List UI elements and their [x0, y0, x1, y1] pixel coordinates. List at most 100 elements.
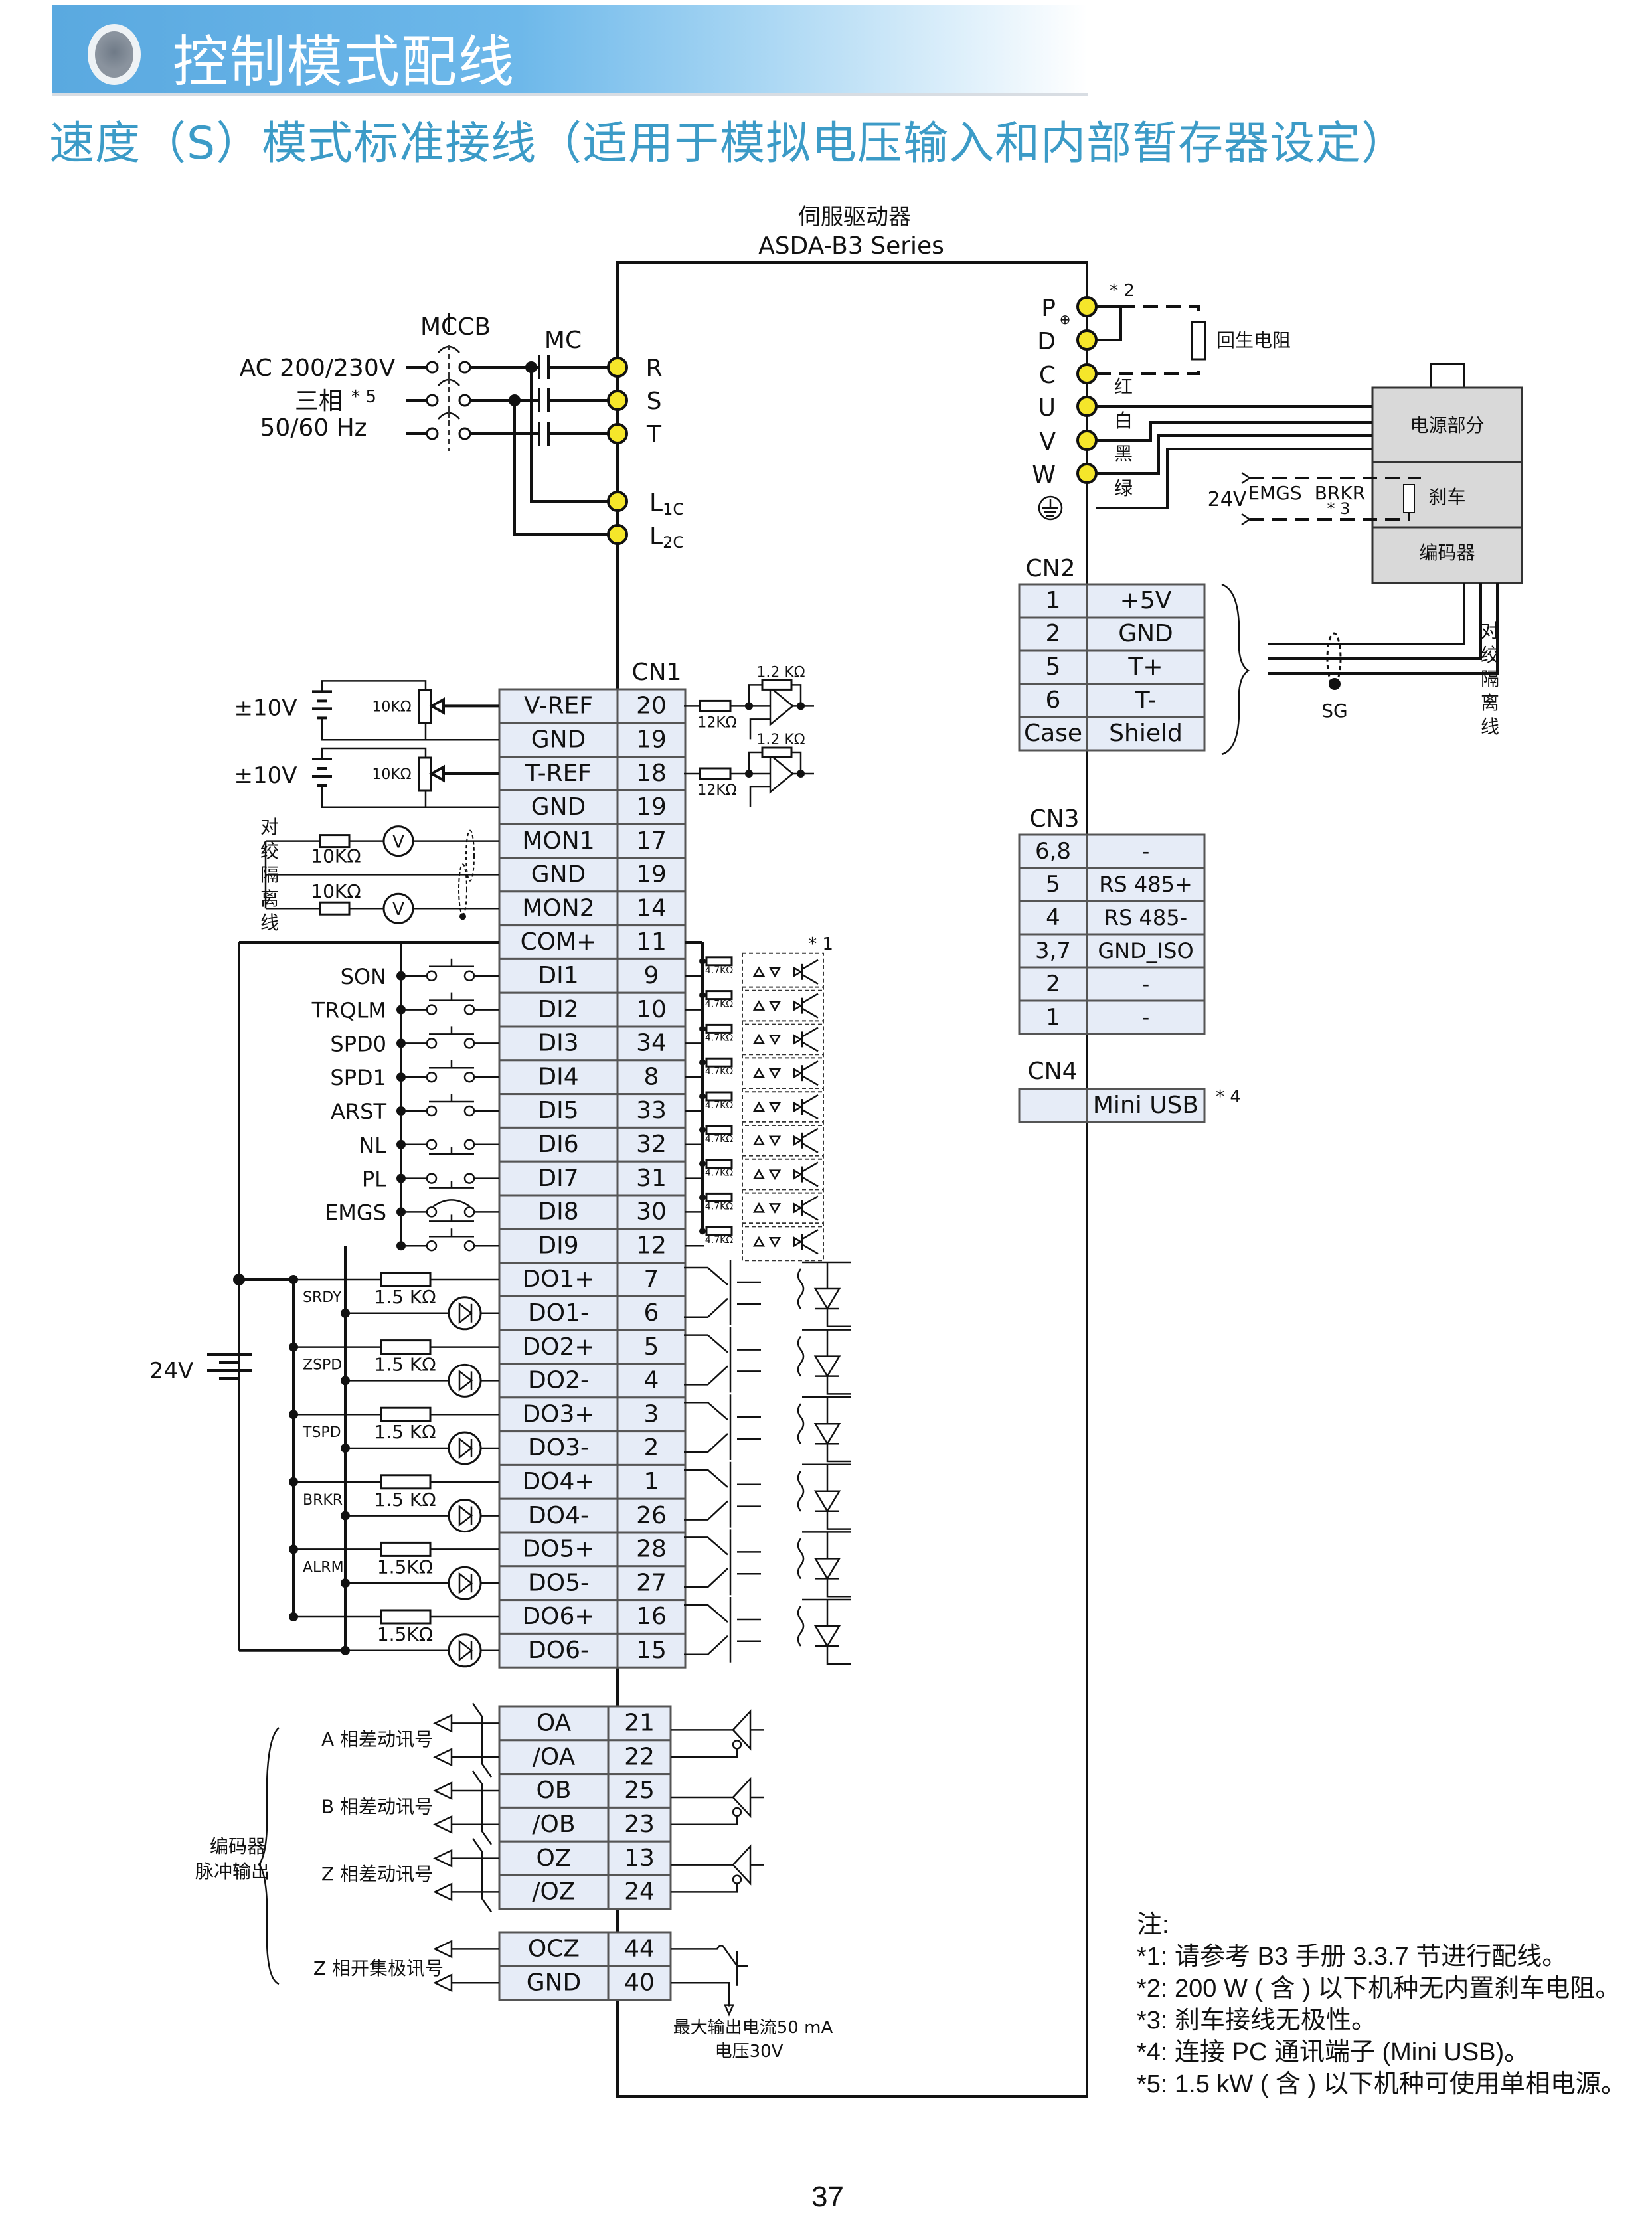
cn1-row-pin: 18 [636, 760, 667, 787]
cn1-row-pin: 28 [636, 1536, 667, 1563]
cn1-row-pin: 15 [636, 1637, 667, 1664]
switch-contact-icon [426, 1139, 438, 1151]
twisted-pair-label-char: 绞 [260, 840, 279, 862]
phototransistor-icon [801, 1060, 819, 1072]
cn3-row-cell [1018, 999, 1088, 1035]
supply-note-label: * 5 [351, 387, 376, 407]
cn3-row-cell [1086, 966, 1206, 1002]
cn1-row-pin: 34 [636, 1030, 667, 1057]
terminal-label-L1C: L1C [649, 489, 684, 519]
cn1-row-pin: 19 [636, 861, 667, 888]
cn4-row-cell [1086, 1088, 1206, 1123]
feedback-resistor-label: 1.2 KΩ [756, 664, 805, 681]
cn1-ocz-row-signal: GND [527, 1969, 582, 1996]
phototransistor-icon [801, 1142, 819, 1153]
cn1-row-pin: 32 [636, 1131, 667, 1158]
switch-contact-icon [463, 1173, 475, 1184]
opamp-icon [769, 685, 794, 727]
voltmeter-label: V [392, 900, 404, 920]
terminal-label-L2C: L2C [649, 523, 684, 552]
di-function-label: NL [359, 1133, 386, 1158]
optocoupler-box [742, 1155, 824, 1194]
cn1-row-signal: GND [531, 861, 586, 888]
cn1-encoder-row-pin: 23 [624, 1811, 655, 1838]
do-led-icon [802, 1531, 851, 1598]
switch-contact-icon [426, 1206, 438, 1218]
cn3-row-signal: - [1142, 1005, 1150, 1030]
di-function-label: ARST [331, 1099, 386, 1124]
phototransistor-icon [793, 1236, 803, 1248]
switch-contact-icon [426, 1071, 438, 1083]
cn2-row-cell [1086, 616, 1206, 652]
cn3-row-cell [1086, 999, 1206, 1035]
di-resistor-label: 4.7KΩ [705, 1066, 733, 1077]
relay-diode-icon [458, 1437, 473, 1459]
wiper-arrow-icon [428, 697, 445, 715]
cn1-row-pin: 20 [636, 693, 667, 720]
do-transistor-icon [684, 1469, 728, 1488]
do-transistor-icon [684, 1433, 728, 1453]
switch-contact-icon [463, 1240, 475, 1252]
cn1-ocz-row-pin: 44 [624, 1936, 655, 1963]
relay-diode-icon [458, 1505, 473, 1527]
phototransistor-icon [801, 1094, 819, 1106]
encoder-group-label: B 相差动讯号 [321, 1795, 433, 1817]
led-icon [768, 1169, 782, 1181]
ocz-rating-label: 最大输出电流50 mA [673, 2018, 833, 2038]
switch-arc-icon [432, 1199, 471, 1208]
di-resistor-icon [705, 1159, 733, 1169]
cn1-row-cell [616, 1228, 687, 1264]
terminal-R [607, 357, 628, 378]
terminal-V [1076, 430, 1098, 451]
input-resistor-label: 12KΩ [697, 714, 736, 731]
twisted-pair-icon [471, 1837, 493, 1913]
note-item: *3: 刹车接线无极性。 [1137, 2007, 1377, 2034]
optocoupler-box [742, 986, 824, 1025]
do-light-wave-icon [797, 1606, 805, 1647]
phototransistor-icon [801, 1161, 819, 1173]
di-resistor-label: 4.7KΩ [705, 1100, 733, 1111]
optocoupler-box [742, 1020, 824, 1059]
cn2-row-cell [1018, 649, 1088, 685]
optocoupler-box [742, 952, 824, 991]
mccb-contact-icon [426, 361, 439, 374]
cn1-label: CN1 [632, 659, 682, 686]
encoder-output-label: 脉冲输出 [195, 1861, 270, 1882]
do-led-icon [802, 1329, 851, 1395]
wiper-arrow-icon [428, 764, 445, 783]
output-arrow-icon [433, 1781, 453, 1800]
cn1-row-pin: 8 [644, 1063, 659, 1090]
switch-contact-icon [463, 1105, 475, 1117]
optocoupler-box [742, 1054, 824, 1093]
phototransistor-icon [801, 973, 819, 985]
di-resistor-label: 4.7KΩ [705, 1201, 733, 1212]
optocoupler-box [742, 1189, 824, 1228]
cn2-row-signal: +5V [1120, 587, 1172, 614]
di-resistor-label: 4.7KΩ [705, 1235, 733, 1246]
cn1-encoder-row-signal: OA [537, 1710, 572, 1737]
relay-diode-icon [458, 1572, 473, 1594]
do-resistor-label: 1.5 KΩ [374, 1489, 436, 1511]
cn1-row-cell [616, 823, 687, 859]
cn1-row-cell [616, 1632, 687, 1669]
cn1-row-cell [616, 1093, 687, 1129]
do-resistor-icon [380, 1541, 432, 1557]
motor-encoder-section [1371, 526, 1523, 584]
relay-diode-icon [448, 1566, 482, 1600]
notes-block: 注: *1: 请参考 B3 手册 3.3.7 节进行配线。 *2: 200 W … [1137, 1909, 1626, 2100]
led-icon [768, 1001, 782, 1012]
cn3-label: CN3 [1030, 805, 1080, 833]
cn1-row-cell [498, 1599, 619, 1635]
cn1-row-cell [498, 1329, 619, 1365]
motor-v-wire [1096, 421, 1372, 442]
ocz-group-label: Z 相开集极讯号 [313, 1957, 444, 1979]
do-supply-label: 24V [149, 1358, 194, 1384]
cn1-row-signal: DO5- [528, 1569, 589, 1596]
analog-wire [321, 718, 499, 741]
cn1-row-pin: 19 [636, 726, 667, 753]
do-resistor-icon [380, 1609, 432, 1625]
led-icon [752, 1169, 766, 1179]
led-icon [768, 1135, 782, 1147]
cn1-row-cell [616, 1329, 687, 1365]
terminal-label-P: P [1041, 295, 1056, 322]
